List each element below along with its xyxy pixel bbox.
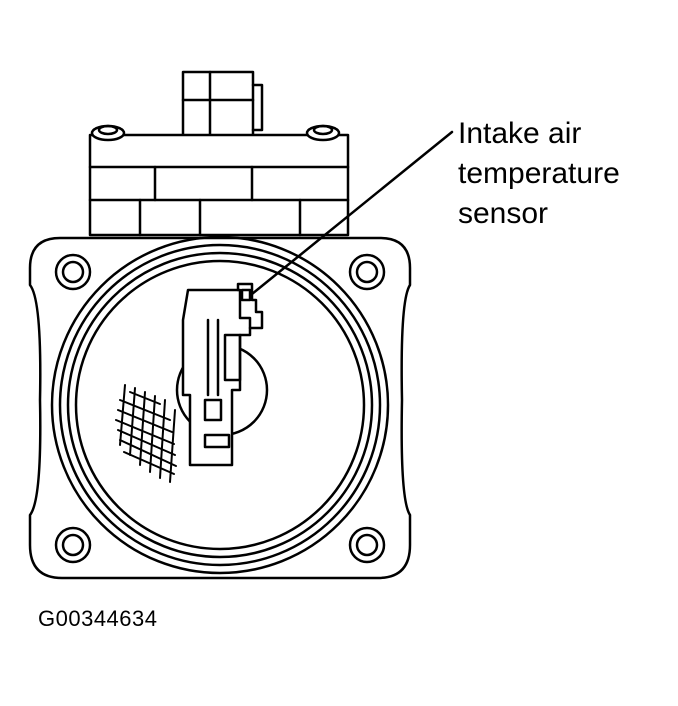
sensor-housing — [88, 124, 350, 237]
callout-line-3: sensor — [458, 197, 549, 230]
protective-screen — [115, 384, 177, 483]
intake-air-temperature-sensor-label: Intake air temperature sensor — [458, 114, 620, 234]
electrical-connector — [181, 70, 264, 144]
sensor-probe — [181, 282, 264, 467]
callout-leader-line — [250, 130, 454, 296]
figure-id: G00344634 — [38, 606, 158, 631]
callout-line-2: temperature — [458, 157, 620, 190]
callout-line-1: Intake air — [458, 117, 582, 150]
air-passage-bore — [50, 235, 390, 575]
